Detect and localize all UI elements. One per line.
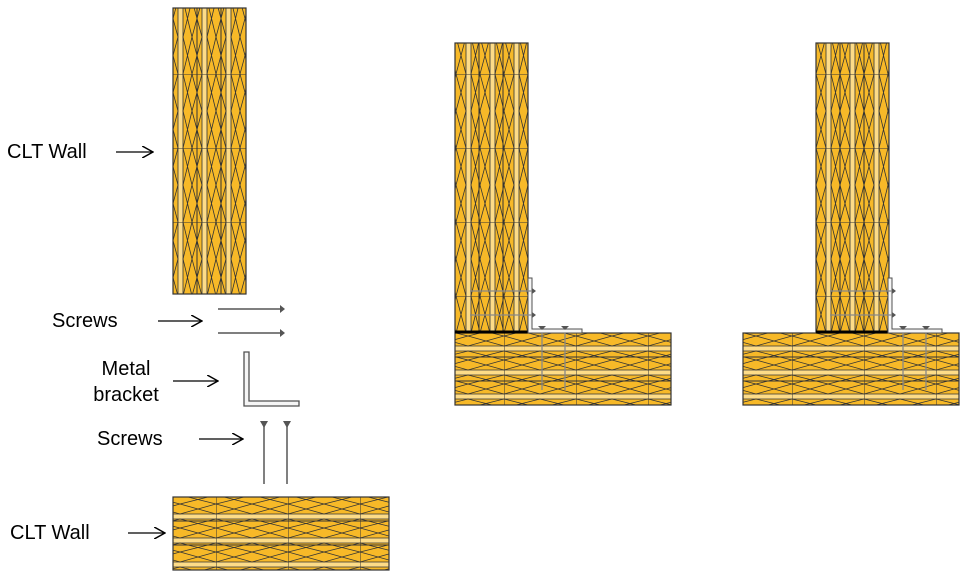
clt-wall-horizontal [172, 496, 390, 571]
label-clt-wall-bottom: CLT Wall [10, 522, 90, 544]
label-metal-bracket-line2: bracket [93, 384, 159, 406]
label-screws-top: Screws [52, 310, 118, 332]
exploded-view [116, 7, 390, 571]
screws-vertical [260, 421, 291, 484]
label-metal-bracket-line1: Metal [101, 358, 151, 380]
assembled-view-1 [454, 42, 672, 406]
assembled-screws-1 [470, 290, 566, 390]
assembled-floor-2 [742, 332, 960, 406]
assembled-bracket-2 [887, 277, 943, 334]
assembled-wall-1 [454, 42, 529, 333]
label-screws-bottom: Screws [97, 428, 163, 450]
assembled-floor-1 [454, 332, 672, 406]
label-clt-wall-top: CLT Wall [7, 141, 87, 163]
clt-wall-vertical [172, 7, 247, 295]
metal-bracket [243, 351, 300, 407]
assembled-bracket-1 [527, 277, 583, 334]
assembled-view-2 [742, 42, 960, 406]
assembled-wall-2 [815, 42, 890, 333]
assembled-screws-2 [830, 290, 927, 390]
screws-horizontal [218, 305, 285, 337]
